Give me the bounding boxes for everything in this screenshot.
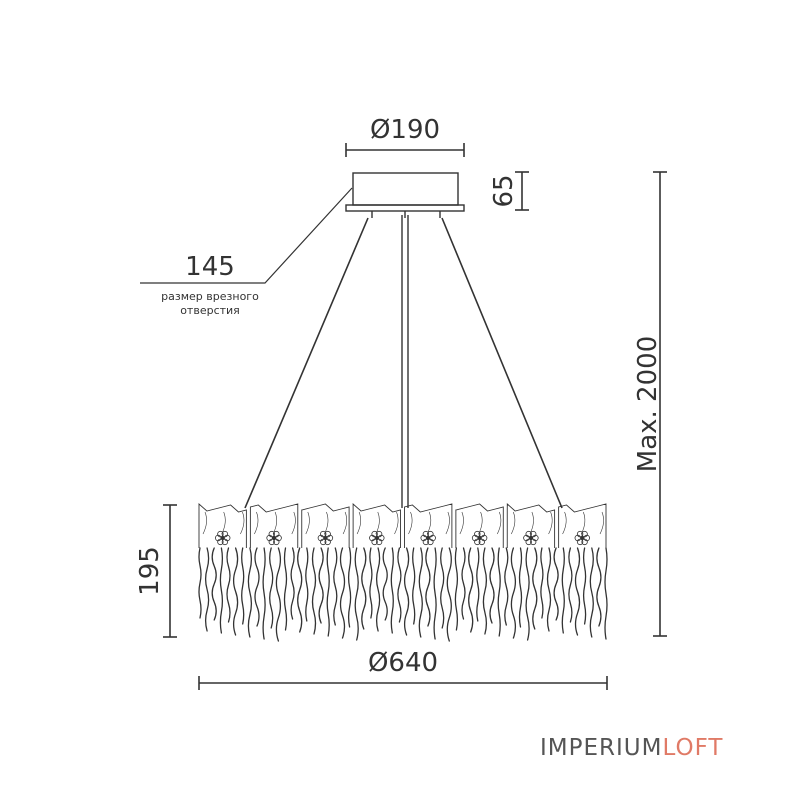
fringe-strand xyxy=(347,547,352,628)
fringe-strand xyxy=(553,547,559,621)
fringe-strand xyxy=(461,547,466,620)
crystal-block xyxy=(404,503,453,549)
fringe-strand xyxy=(489,547,495,624)
fringe-strand xyxy=(290,547,295,620)
crystal-block xyxy=(352,502,401,548)
fringe-strand xyxy=(418,547,423,638)
fringe-strand xyxy=(226,547,231,623)
shade-crystal-band xyxy=(198,502,607,549)
fringe-strand xyxy=(433,547,437,640)
canopy xyxy=(345,172,465,218)
shade-diameter-label: Ø640 xyxy=(368,648,438,678)
fringe-strand xyxy=(262,547,266,640)
fringe-strand xyxy=(198,547,202,619)
fringe-strand xyxy=(283,547,288,631)
fringe-strand xyxy=(247,547,253,638)
fringe-strand xyxy=(361,547,367,630)
canopy-diameter-label: Ø190 xyxy=(370,115,440,145)
crystal-block xyxy=(455,503,504,549)
fringe-strand xyxy=(269,547,274,629)
fringe-strand xyxy=(375,547,381,632)
shade-diameter-dimension xyxy=(198,676,608,690)
fringe-strand xyxy=(354,547,359,641)
fringe-strand xyxy=(504,547,509,626)
fringe-strand xyxy=(318,547,324,624)
max-height-label: Max. 2000 xyxy=(633,336,663,472)
fringe-strand xyxy=(568,547,573,623)
crystal-block xyxy=(249,503,299,549)
fringe-strand xyxy=(219,547,224,634)
shade-height-label: 195 xyxy=(135,546,165,596)
fringe-strand xyxy=(275,547,282,642)
crystal-block xyxy=(558,503,607,548)
fringe-strand xyxy=(510,547,517,639)
fringe-strand xyxy=(454,547,459,631)
fringe-strand xyxy=(403,547,410,636)
shade-fringe-strands xyxy=(198,547,608,642)
fringe-strand xyxy=(589,547,594,638)
fringe-strand xyxy=(440,547,445,629)
fringe-strand xyxy=(326,547,330,637)
fringe-strand xyxy=(333,547,338,626)
fringe-strand xyxy=(476,547,480,622)
crystal-block xyxy=(301,503,350,549)
brand-logo-part1: IMPERIUM xyxy=(540,735,663,761)
fringe-strand xyxy=(518,547,523,628)
fringe-strand xyxy=(468,547,474,633)
fringe-strand xyxy=(596,547,602,627)
fringe-strand xyxy=(311,547,317,635)
crystal-block xyxy=(506,502,556,549)
fringe-strand xyxy=(369,547,373,619)
fringe-strand xyxy=(232,547,239,636)
cutout-caption-line2: отверстия xyxy=(180,304,240,317)
fringe-strand xyxy=(305,547,309,622)
fringe-strand xyxy=(254,547,260,627)
fringe-strand xyxy=(561,547,565,634)
shade-height-dimension xyxy=(163,504,177,638)
crystal-block xyxy=(198,503,247,549)
fringe-strand xyxy=(497,547,501,637)
fringe-strand xyxy=(582,547,587,625)
fringe-strand xyxy=(540,547,544,619)
canopy-height-label: 65 xyxy=(489,174,519,207)
fringe-strand xyxy=(446,547,452,642)
canopy-diameter-dimension xyxy=(345,143,465,157)
brand-logo-part2: LOFT xyxy=(662,735,724,761)
fringe-strand xyxy=(482,547,488,635)
fringe-strand xyxy=(211,547,217,621)
cutout-caption-line1: размер врезного xyxy=(161,290,259,303)
fringe-strand xyxy=(525,547,530,641)
fringe-strand xyxy=(382,547,388,621)
suspension-cables xyxy=(244,217,563,509)
max-height-dimension xyxy=(653,171,667,637)
fringe-strand xyxy=(390,547,394,634)
cutout-leader-line xyxy=(140,187,353,284)
fringe-strand xyxy=(546,547,552,632)
cutout-size-label: 145 xyxy=(185,252,235,282)
canopy-height-dimension xyxy=(515,171,529,211)
fringe-strand xyxy=(425,547,431,627)
fringe-strand xyxy=(397,547,402,623)
fringe-strand xyxy=(241,547,245,625)
fringe-strand xyxy=(604,547,608,640)
center-rod xyxy=(401,215,409,508)
fringe-strand xyxy=(532,547,538,630)
fringe-strand xyxy=(574,547,581,636)
brand-logo: IMPERIUMLOFT xyxy=(540,735,723,761)
fringe-strand xyxy=(297,547,303,633)
fringe-strand xyxy=(339,547,346,639)
fringe-strand xyxy=(412,547,416,625)
fringe-strand xyxy=(204,547,210,632)
